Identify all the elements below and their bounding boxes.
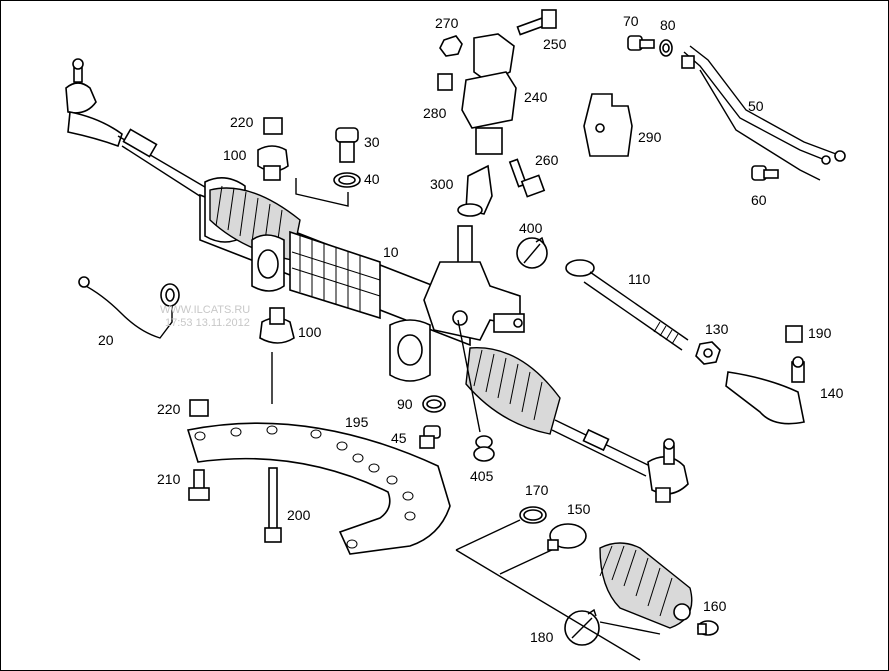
boot-kit-line — [455, 519, 661, 661]
seal-ring-80[interactable] — [659, 39, 673, 57]
label-60: 60 — [751, 192, 767, 208]
screw-30[interactable] — [335, 127, 359, 163]
label-170: 170 — [525, 482, 549, 498]
steering-coupling[interactable] — [461, 33, 517, 155]
label-190: 190 — [808, 325, 832, 341]
mount-bushing-upper[interactable] — [257, 145, 289, 181]
plug-45[interactable] — [419, 425, 441, 449]
label-40: 40 — [364, 171, 380, 187]
pressure-line-50[interactable] — [681, 45, 846, 181]
bolt-210[interactable] — [188, 469, 210, 501]
right-boot[interactable] — [465, 347, 561, 435]
bolt-250[interactable] — [516, 9, 557, 36]
label-280: 280 — [423, 105, 447, 121]
bolt-260[interactable] — [508, 158, 546, 198]
wrench-symbol-400 — [516, 236, 548, 269]
seal-ring-40[interactable] — [333, 172, 361, 188]
label-260: 260 — [535, 152, 559, 168]
label-220-lower: 220 — [157, 401, 181, 417]
label-160: 160 — [703, 598, 727, 614]
valve-405[interactable] — [473, 435, 495, 462]
label-240: 240 — [524, 89, 548, 105]
nut-220-upper[interactable] — [263, 117, 283, 135]
label-20: 20 — [98, 332, 114, 348]
label-100-upper: 100 — [223, 147, 247, 163]
label-80: 80 — [660, 17, 676, 33]
inner-tie-rod[interactable] — [565, 259, 689, 351]
label-220-upper: 220 — [230, 114, 254, 130]
outer-tie-rod-end[interactable] — [725, 356, 805, 425]
right-tie-rod[interactable] — [551, 419, 651, 477]
label-10: 10 — [383, 244, 399, 260]
label-150: 150 — [567, 501, 591, 517]
label-270: 270 — [435, 15, 459, 31]
label-400: 400 — [519, 220, 543, 236]
label-50: 50 — [748, 98, 764, 114]
nut-220-lower[interactable] — [189, 399, 209, 417]
nut-190[interactable] — [785, 325, 803, 343]
nut-280[interactable] — [437, 73, 453, 91]
pinion-valve-body[interactable] — [423, 225, 525, 341]
label-195: 195 — [345, 414, 369, 430]
protective-cap-290[interactable] — [583, 93, 633, 157]
clamp-160[interactable] — [697, 620, 719, 636]
nut-270[interactable] — [439, 35, 463, 57]
label-300: 300 — [430, 176, 454, 192]
sleeve-300[interactable] — [457, 164, 493, 217]
label-405: 405 — [470, 468, 494, 484]
seal-ring-170[interactable] — [519, 506, 547, 524]
seal-ring-90[interactable] — [422, 395, 446, 413]
label-250: 250 — [543, 36, 567, 52]
bellows-boot[interactable] — [599, 542, 693, 629]
label-30: 30 — [364, 134, 380, 150]
wrench-symbol-180 — [564, 608, 600, 646]
label-290: 290 — [638, 129, 662, 145]
bolt-60[interactable] — [751, 165, 779, 181]
right-tie-rod-end[interactable] — [647, 438, 689, 503]
steering-rack-housing[interactable] — [199, 177, 471, 382]
clamp-150[interactable] — [547, 523, 587, 551]
bolt-200[interactable] — [264, 467, 282, 543]
label-180: 180 — [530, 629, 554, 645]
watermark-line2: 17:53 13.11.2012 — [165, 317, 250, 329]
label-210: 210 — [157, 471, 181, 487]
label-90: 90 — [397, 396, 413, 412]
lock-nut[interactable] — [695, 341, 721, 365]
left-tie-rod[interactable] — [117, 128, 211, 201]
label-110: 110 — [628, 271, 651, 287]
callout-bracket — [295, 178, 349, 207]
label-130: 130 — [705, 321, 729, 337]
callout-line-405 — [457, 319, 481, 433]
bolt-70[interactable] — [627, 35, 655, 51]
label-70: 70 — [623, 13, 639, 29]
left-tie-rod-end[interactable] — [65, 58, 123, 148]
label-45: 45 — [391, 430, 407, 446]
crossmember-bracket[interactable] — [186, 422, 451, 555]
label-140: 140 — [820, 385, 844, 401]
mount-bushing-lower[interactable] — [259, 307, 295, 344]
oil-line[interactable] — [78, 276, 180, 339]
label-200: 200 — [287, 507, 311, 523]
watermark-line1: WWW.ILCATS.RU — [160, 304, 250, 316]
label-100-lower: 100 — [298, 324, 322, 340]
